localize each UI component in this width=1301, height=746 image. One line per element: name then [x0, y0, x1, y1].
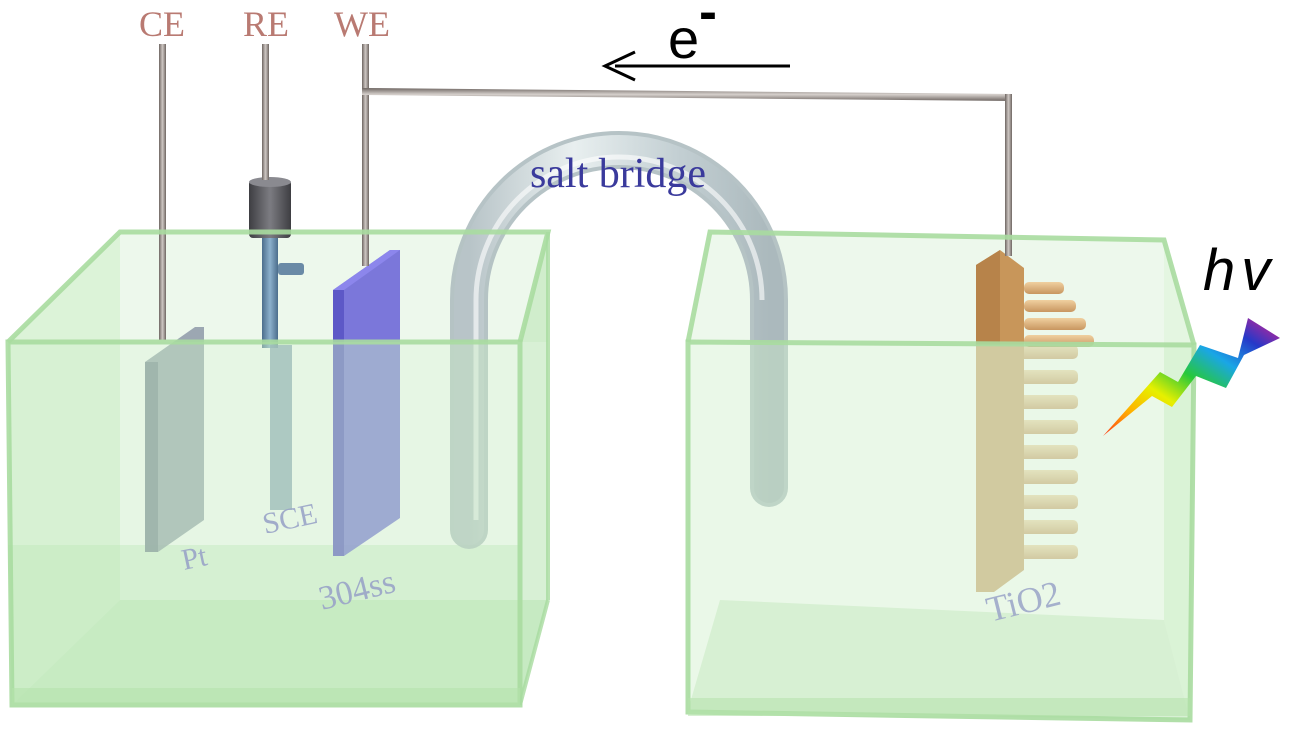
sce-electrode	[249, 177, 304, 510]
left-tank-front	[5, 229, 552, 708]
right-tank-front	[685, 229, 1197, 723]
ss-electrode	[333, 250, 400, 556]
pt-electrode	[145, 327, 204, 552]
salt-bridge-label: salt bridge	[530, 151, 706, 197]
electron-flow-arrow	[601, 50, 790, 82]
light-v: v	[1241, 238, 1273, 303]
re-label: RE	[243, 4, 289, 44]
external-circuit-wire	[159, 44, 1012, 340]
light-h: h	[1203, 238, 1235, 303]
ce-label: CE	[139, 4, 185, 44]
electron-label-base: e	[668, 7, 699, 70]
electron-label-superscript: -	[699, 0, 717, 42]
right-tank	[688, 232, 1194, 720]
light-bolt-icon	[1103, 318, 1280, 436]
left-tank	[8, 232, 548, 705]
tio2-electrode	[976, 250, 1094, 592]
electron-label: e	[668, 7, 699, 70]
we-label: WE	[334, 4, 390, 44]
